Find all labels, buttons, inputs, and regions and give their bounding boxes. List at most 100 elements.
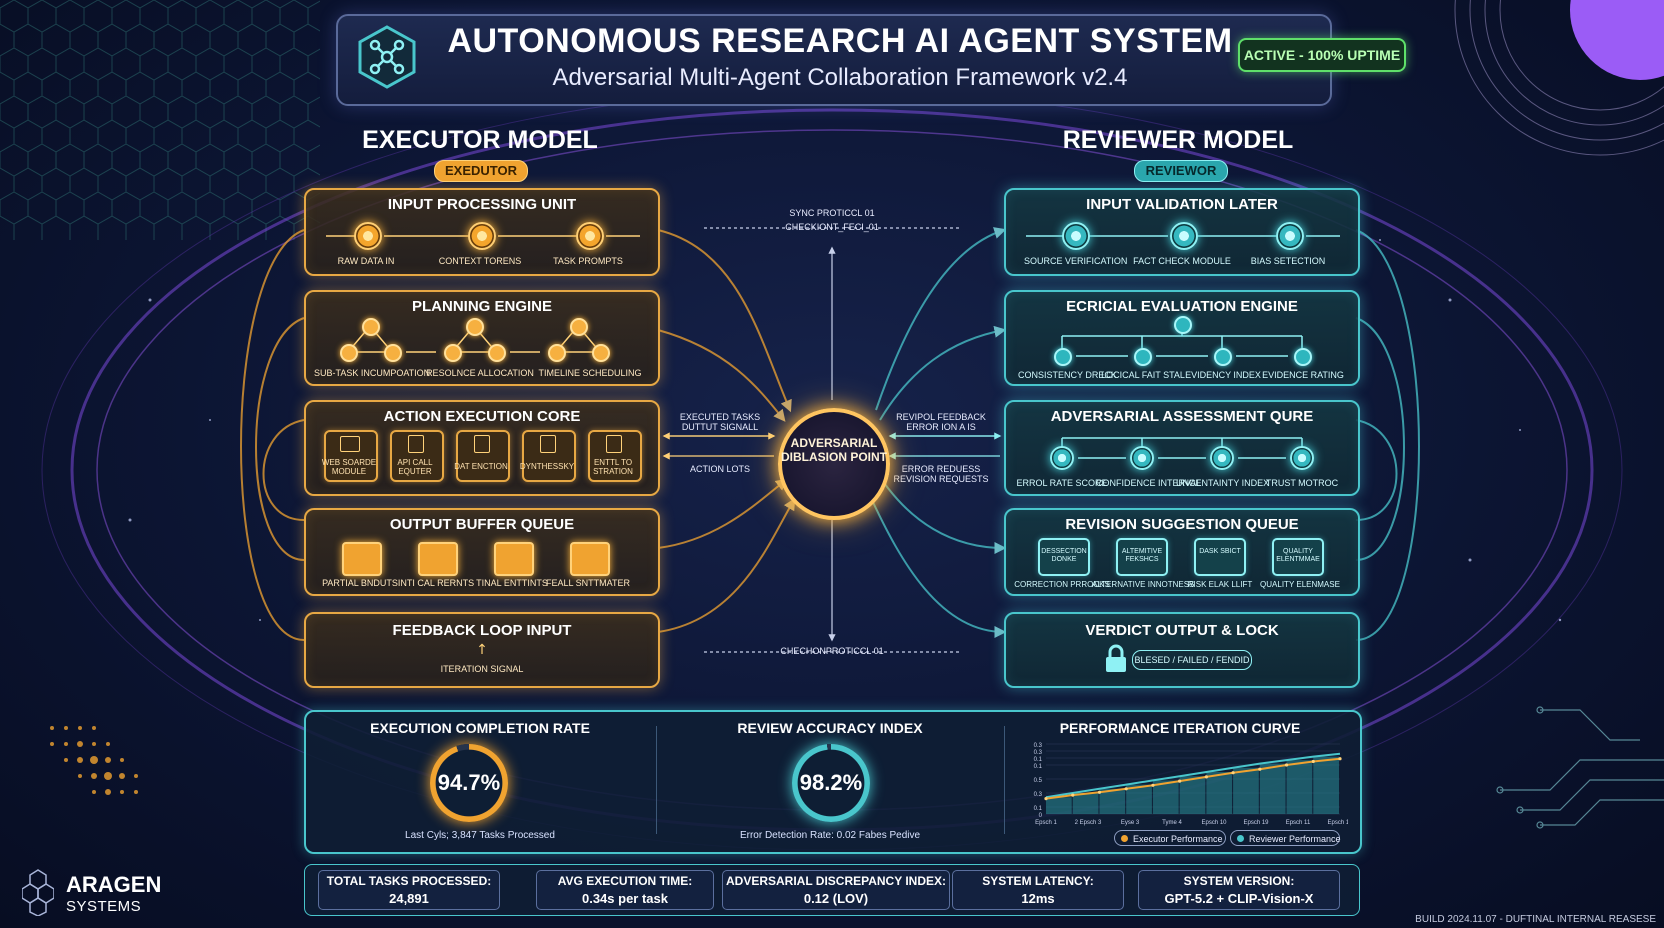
synthesis-tile <box>522 430 576 482</box>
stat-avg-time: AVG EXECUTION TIME: 0.34s per task <box>536 870 714 910</box>
revision-box-label: DESSECTION DONKE <box>1041 548 1087 563</box>
y-tick-label: 0 <box>1039 813 1043 819</box>
star-dots <box>128 239 1562 622</box>
executor-point <box>1284 763 1289 767</box>
executed-tasks-label: EXECUTED TASKS DUTTUT SIGNALL <box>679 412 761 432</box>
buffer-item <box>570 542 610 576</box>
node-label: EVIDENCE RATING <box>1262 370 1344 380</box>
plan-node <box>466 318 484 336</box>
legend-label: Reviewer Performance <box>1249 834 1341 844</box>
fact-check-node <box>1170 222 1198 250</box>
node-label: RESOLNCE ALLOCATION <box>426 368 534 378</box>
revision-box <box>1272 538 1324 576</box>
plan-node <box>548 344 566 362</box>
stat-label: SYSTEM LATENCY: <box>982 874 1094 888</box>
web-search-tile <box>324 430 378 482</box>
node-label: INTI CAL RERNTS <box>397 578 475 588</box>
reviewer-flow-lines <box>871 227 1420 641</box>
node-label: TIMELINE SCHEDULING <box>538 368 642 378</box>
node-label: SUB-TASK INCUMPOATION <box>314 368 431 378</box>
node-label: PARTIAL BNDUTS <box>322 578 398 588</box>
node-label: FACT CHECK MODULE <box>1133 256 1231 266</box>
x-tick-label: Epsch 11 <box>1286 820 1311 826</box>
reviewer-area-bar <box>1286 760 1313 814</box>
accuracy-value: 98.2% <box>799 770 863 795</box>
context-tokens-node <box>468 222 496 250</box>
adversarial-assessment-panel: ADVERSARIAL ASSESSMENT QURE ERROL RATE S… <box>1004 400 1360 496</box>
adversarial-point-label: ADVERSARIAL DIBLASION POINT <box>780 436 887 464</box>
connector-lines <box>1026 235 1340 237</box>
tile-label: DYNTHESSKY <box>519 462 575 471</box>
tree-connectors <box>346 324 602 353</box>
accuracy-gauge <box>792 744 870 822</box>
node-label: CONTEXT TORENS <box>438 256 522 266</box>
lock-icon <box>1106 644 1126 672</box>
node-label: QUALITY ELENMASE <box>1260 580 1340 589</box>
stat-latency: SYSTEM LATENCY: 12ms <box>952 870 1124 910</box>
input-processing-panel: INPUT PROCESSING UNIT RAW DATA IN CONTEX… <box>304 188 660 276</box>
reviewer-area-bar <box>1313 756 1339 814</box>
y-tick-label: 0.3 <box>1034 792 1043 798</box>
node-label: TASK PROMPTS <box>553 256 623 266</box>
node-label: CONSISTENCY DRECK <box>1018 370 1117 380</box>
action-logs-label: ACTION LOTS <box>689 464 750 474</box>
checkpoint-label: CHECKIONT_FECI_01 <box>785 222 879 232</box>
adversarial-point-node <box>778 408 890 520</box>
verdict-status: BLESED / FAILED / FENDID <box>1132 650 1252 670</box>
x-tick-label: Eyse 3 <box>1121 820 1140 826</box>
assess-node <box>1210 446 1234 470</box>
orchestration-tile <box>588 430 642 482</box>
executor-point <box>1311 759 1315 764</box>
reviewer-tag: REVIEWOR <box>1134 160 1228 182</box>
executor-point <box>1124 787 1128 791</box>
stat-label: SYSTEM VERSION: <box>1183 874 1295 888</box>
node-label: ITERATION SIGNAL <box>440 664 524 674</box>
raw-data-node <box>354 222 382 250</box>
executor-model-title: EXECUTOR MODEL <box>362 126 598 154</box>
reviewer-area-bar <box>1046 797 1072 814</box>
corner-arcs <box>1454 0 1664 156</box>
sync-protocol-label: SYNC PROTICCL 01 <box>789 208 875 218</box>
arrow-up-icon: ↑ <box>476 642 488 658</box>
extract-icon <box>474 435 490 453</box>
panel-title: INPUT VALIDATION LATER <box>1086 196 1278 213</box>
list-icon <box>606 435 622 453</box>
executor-point <box>1178 779 1182 783</box>
stat-value: 24,891 <box>389 891 429 906</box>
source-verification-node <box>1062 222 1090 250</box>
stat-value: 0.12 (LOV) <box>803 891 869 906</box>
node-label: SOURCE VERIFICATION <box>1024 256 1128 266</box>
stat-label: AVG EXECUTION TIME: <box>557 874 693 888</box>
dot-matrix <box>50 726 138 795</box>
executor-point <box>1151 783 1155 787</box>
stat-total-tasks: TOTAL TASKS PROCESSED: 24,891 <box>318 870 500 910</box>
build-label: BUILD 2024.11.07 - DUFTINAL INTERNAL REA… <box>1415 914 1656 925</box>
revision-box <box>1194 538 1246 576</box>
legend-swatch-executor <box>1121 835 1128 842</box>
node-label: LOCICAL FAIT STAL <box>1101 370 1185 380</box>
node-label: UNCENTAINTY INDEX <box>1176 478 1270 488</box>
curve-title: PERFORMANCE ITERATION CURVE <box>1059 720 1301 736</box>
accuracy-title: REVIEW ACCURACY INDEX <box>737 720 923 736</box>
feedback-loop-panel: FEEDBACK LOOP INPUT ↑ ITERATION SIGNAL <box>304 612 660 688</box>
eval-root-node <box>1174 316 1192 334</box>
executor-series-line <box>1045 757 1341 800</box>
executor-tag: EXEDUTOR <box>434 160 528 182</box>
buffer-item <box>494 542 534 576</box>
node-label: ERROL RATE SCORE <box>1016 478 1108 488</box>
revision-queue-panel: REVISION SUGGESTION QUEUE DESSECTION DON… <box>1004 508 1360 596</box>
executor-point <box>1071 793 1075 797</box>
hex-grid <box>0 0 320 240</box>
divider <box>656 726 657 834</box>
panel-title: REVISION SUGGESTION QUEUE <box>1065 516 1299 533</box>
completion-sub: Last Cyls; 3,847 Tasks Processed <box>405 830 555 841</box>
assess-node <box>1130 446 1154 470</box>
network-hex-icon <box>358 25 416 89</box>
buffer-item <box>418 542 458 576</box>
stat-discrepancy: ADVERSARIAL DISCREPANCY INDEX: 0.12 (LOV… <box>722 870 950 910</box>
executor-flow-lines <box>240 229 796 641</box>
y-tick-label: 0.1 <box>1034 757 1043 763</box>
accuracy-sub: Error Detection Rate: 0.02 Fabes Pedive <box>739 830 921 841</box>
